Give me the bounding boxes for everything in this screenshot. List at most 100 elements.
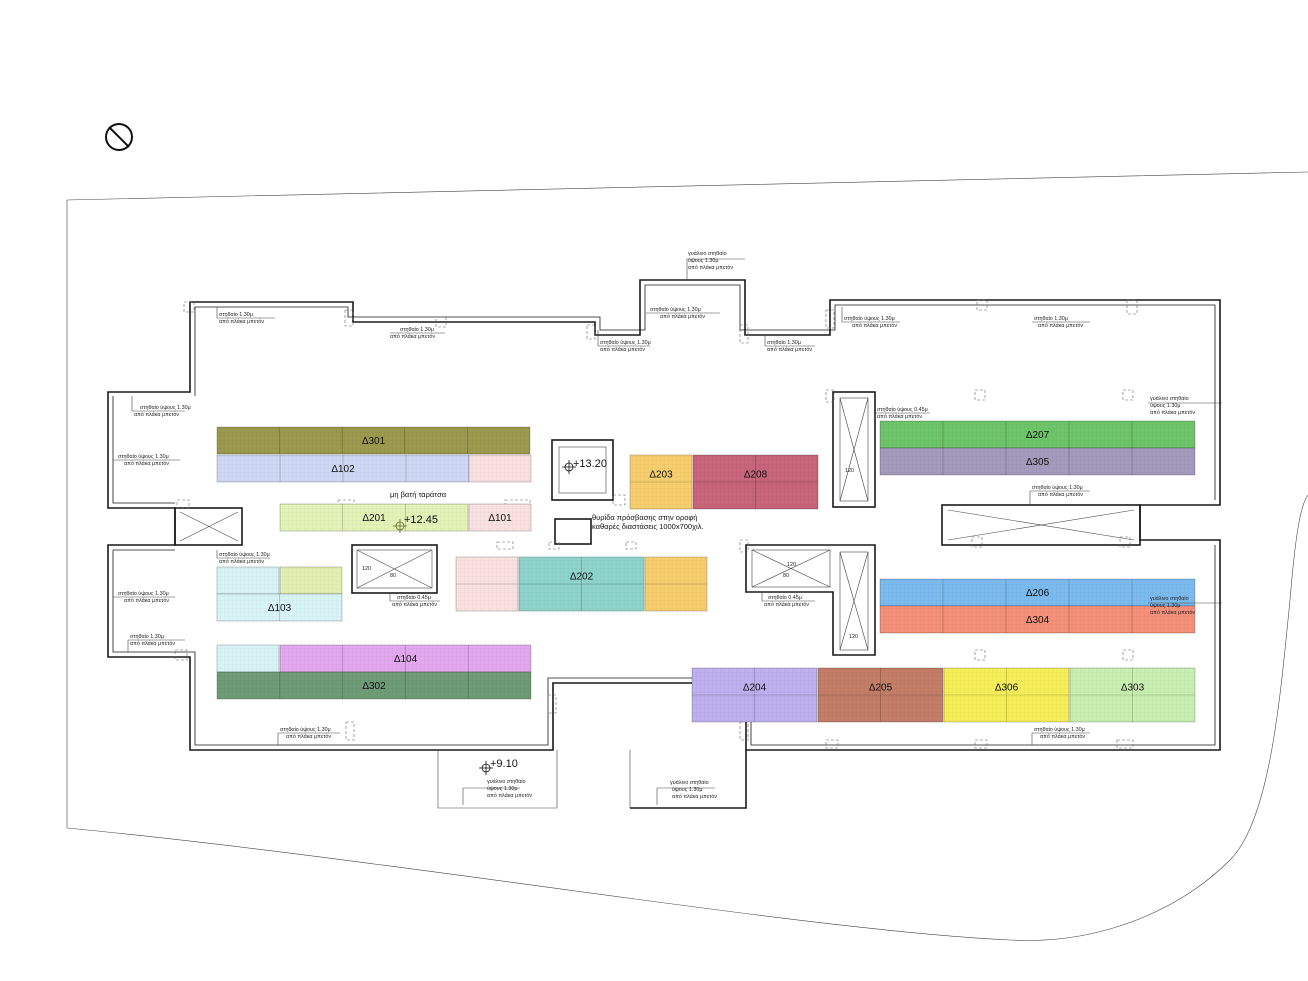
note: από πλάκα μπετόν [600, 346, 645, 353]
panel-label: Δ202 [570, 572, 594, 583]
note: από πλάκα μπετόν [852, 322, 897, 329]
note: στηθαίο 1.30μ [130, 634, 164, 640]
shafts [174, 391, 1141, 656]
panel-grid [217, 455, 469, 482]
panel-grid [469, 504, 531, 531]
level-marker-terrace: +12.45 [393, 514, 438, 533]
panel-label: Δ301 [362, 436, 386, 447]
panel-p102: Δ102 [216, 454, 470, 483]
panel-grid [880, 579, 1195, 606]
level-marker-roof: +13.20 [562, 458, 607, 474]
note: στηθαίο ύψους 1.30μ [1034, 727, 1085, 733]
panel-p201: Δ201 [279, 503, 469, 532]
panel-grid [630, 455, 692, 509]
panel-p207: Δ207 [879, 420, 1196, 449]
note: στηθαίο 0.45μ [397, 595, 431, 601]
panel-p302: Δ302 [216, 671, 532, 700]
panel-label: Δ304 [1026, 615, 1050, 626]
note: γυάλινο στηθαίο [670, 779, 709, 786]
panel-grid [217, 672, 531, 699]
note: από πλάκα μπετόν [688, 264, 733, 271]
panel-p103: Δ103 [216, 593, 343, 622]
note: από πλάκα μπετόν [1040, 733, 1085, 740]
note: στηθαίο 1.30μ [219, 312, 253, 318]
panel-p306: Δ306 [943, 667, 1070, 723]
hatch-note-line2: καθαρές διαστάσεις 1000x700χιλ. [592, 522, 704, 531]
hatch-note-line1: θυρίδα πρόσβασης στην οροφή [592, 513, 697, 522]
note: στηθαίο ύψους 1.30μ [280, 727, 331, 733]
panel-p103a [216, 566, 280, 595]
panel-label: Δ102 [331, 464, 355, 475]
note: στηθαίο ύψους 1.30μ [600, 340, 651, 346]
note: από πλάκα μπετόν [767, 346, 812, 353]
panel-p203: Δ203 [629, 454, 693, 510]
note: στηθαίο ύψους 0.45μ [877, 407, 928, 413]
note: από πλάκα μπετόν [1150, 609, 1195, 616]
panel-label: Δ207 [1026, 430, 1050, 441]
panel-p304: Δ304 [879, 605, 1196, 634]
note: γυάλινο στηθαίο [1150, 395, 1189, 402]
note: γυάλινο στηθαίο [487, 778, 526, 785]
note: ύψους 1.30μ [672, 787, 702, 793]
note: στηθαίο ύψους 1.30μ [118, 591, 169, 597]
note: γυάλινο στηθαίο [688, 250, 727, 257]
note: από πλάκα μπετόν [1150, 409, 1195, 416]
panel-grid [217, 645, 279, 672]
terrace-level-text: +12.45 [404, 514, 438, 526]
note: στηθαίο ύψους 1.30μ [140, 405, 191, 411]
panel-p208: Δ208 [692, 454, 819, 510]
note: στηθαίο ύψους 1.30μ [219, 552, 270, 558]
note: από πλάκα μπετόν [672, 793, 717, 800]
panel-grid [818, 668, 943, 722]
note: στηθαίο ύψους 1.30μ [118, 454, 169, 460]
note: ύψους 1.30μ [1150, 403, 1180, 409]
note: από πλάκα μπετόν [660, 313, 705, 320]
note: από πλάκα μπετόν [390, 333, 435, 340]
panel-label: Δ205 [869, 683, 893, 694]
panel-grid [880, 606, 1195, 633]
panel-grid [280, 567, 342, 594]
panel-grid [280, 645, 531, 672]
panel-label: Δ104 [394, 654, 418, 665]
note: από πλάκα μπετόν [877, 413, 922, 420]
panel-label: Δ206 [1026, 588, 1050, 599]
note: από πλάκα μπετόν [219, 558, 264, 565]
panel-grid [280, 504, 468, 531]
panel-grid [456, 557, 518, 611]
panel-grid [692, 668, 817, 722]
dim-label: 120 [787, 562, 796, 568]
note: από πλάκα μπετόν [286, 733, 331, 740]
panel-grid [519, 557, 644, 611]
dim-label: 120 [849, 634, 858, 640]
dim-label: 80 [390, 573, 396, 579]
note: από πλάκα μπετόν [1038, 491, 1083, 498]
note: από πλάκα μπετόν [764, 601, 809, 608]
panel-p305: Δ305 [879, 447, 1196, 476]
panel-p202y [644, 556, 708, 612]
note: από πλάκα μπετόν [487, 792, 532, 799]
note: ύψους 1.30μ [1150, 603, 1180, 609]
panel-grid [693, 455, 818, 509]
site-boundary [66, 171, 1308, 941]
note: στηθαίο 1.30μ [400, 327, 434, 333]
panel-label: Δ302 [362, 681, 386, 692]
panel-label: Δ204 [743, 683, 767, 694]
panel-p303: Δ303 [1069, 667, 1196, 723]
panel-grid [217, 567, 279, 594]
panel-label: Δ306 [995, 683, 1019, 694]
panel-p204: Δ204 [691, 667, 818, 723]
terrace-note: μη βατή ταράτσα [390, 490, 447, 499]
panel-label: Δ303 [1121, 683, 1145, 694]
panel-p301: Δ301 [216, 426, 531, 455]
panel-label: Δ101 [488, 513, 512, 524]
panel-p206: Δ206 [879, 578, 1196, 607]
level-marker-lower: +9.10 [479, 758, 518, 775]
panel-label: Δ305 [1026, 457, 1050, 468]
note: από πλάκα μπετόν [392, 601, 437, 608]
note: στηθαίο 1.30μ [1034, 316, 1068, 322]
panel-grid [944, 668, 1069, 722]
dim-label: 120 [845, 468, 854, 474]
panel-p202: Δ202 [518, 556, 645, 612]
